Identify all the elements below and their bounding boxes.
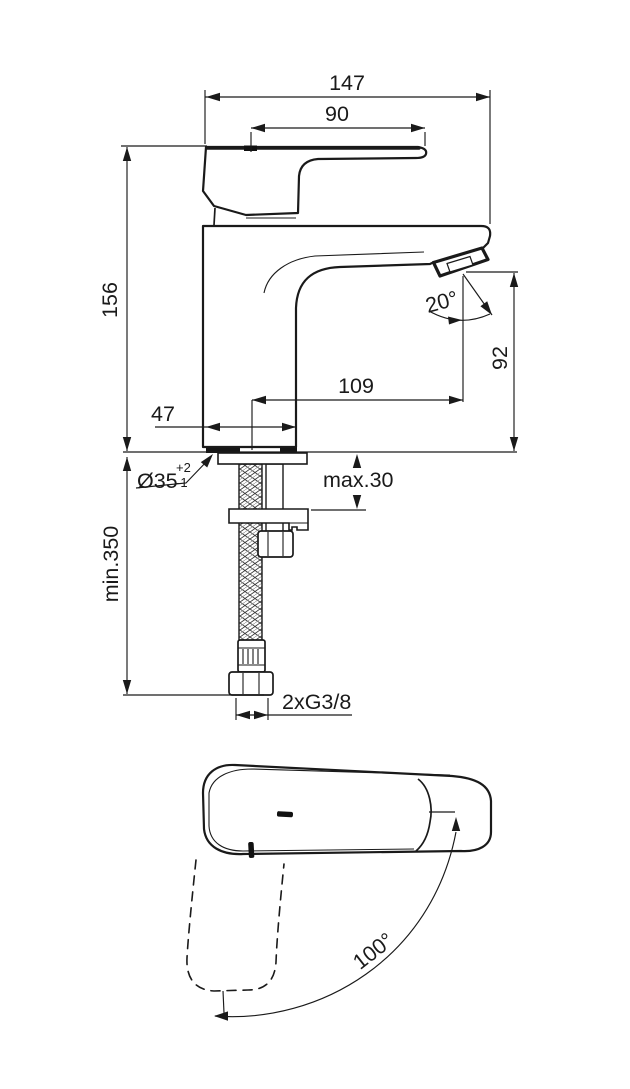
dim-supply-connection: 2xG3/8 — [235, 690, 352, 720]
side-view: 147 90 156 47 — [98, 71, 519, 720]
top-view: 100° — [186, 763, 493, 1021]
dim-spout-reach-label: 109 — [338, 374, 374, 398]
base-seal-inset — [240, 447, 280, 452]
top-view-silhouette — [201, 763, 493, 856]
dim-min-clearance: min.350 — [99, 457, 264, 696]
handle-index-tick — [248, 841, 255, 859]
dim-overall-length: 147 — [204, 71, 491, 224]
dim-overall-length-label: 147 — [329, 71, 365, 95]
dim-outlet-angle: 20° — [423, 273, 493, 325]
dim-outlet-angle-label: 20° — [423, 286, 461, 318]
handle-rotated-position — [186, 859, 285, 992]
handle-top-accent-line — [208, 768, 451, 852]
dim-handle-length-label: 90 — [325, 102, 349, 126]
dim-total-height-label: 156 — [98, 282, 122, 318]
handle-base-joint — [213, 207, 216, 226]
dim-hole-tol-plus: +2 — [176, 460, 191, 475]
dim-spout-reach: 109 — [251, 276, 464, 450]
dim-supply-connection-label: 2xG3/8 — [282, 690, 351, 714]
dim-hole-diameter-label: Ø35 — [137, 469, 178, 493]
spout-chamfer-line — [263, 251, 425, 294]
dim-hole-tol-minus: -1 — [176, 475, 188, 490]
dim-outlet-height: 92 — [466, 271, 519, 451]
dim-mounting-hole: Ø35 +2 -1 — [135, 454, 213, 493]
mounting-plate — [228, 508, 309, 531]
handle-lever-side — [201, 145, 428, 226]
dim-handle-length: 90 — [250, 102, 426, 152]
handle-top-right-edge — [415, 778, 432, 852]
dim-total-height: 156 — [98, 145, 207, 451]
handle-outline — [201, 145, 428, 217]
dim-body-width-label: 47 — [151, 402, 175, 426]
dim-body-width: 47 — [151, 402, 296, 432]
aerator — [431, 246, 490, 278]
hose-ferrule — [237, 639, 266, 673]
hose-connection-nut — [228, 671, 274, 696]
shank-flange — [217, 452, 308, 465]
dim-min-clearance-label: min.350 — [99, 526, 123, 603]
dim-outlet-height-label: 92 — [488, 346, 512, 370]
handle-hot-cold-mark — [276, 811, 294, 818]
under-deck-assembly — [217, 452, 309, 696]
dim-handle-swing-label: 100° — [348, 928, 398, 974]
faucet-body-spout — [201, 224, 492, 453]
dim-max-deck-label: max.30 — [323, 468, 394, 492]
fixing-nut — [257, 530, 294, 558]
dim-max-deck-thickness: max.30 — [311, 454, 394, 511]
